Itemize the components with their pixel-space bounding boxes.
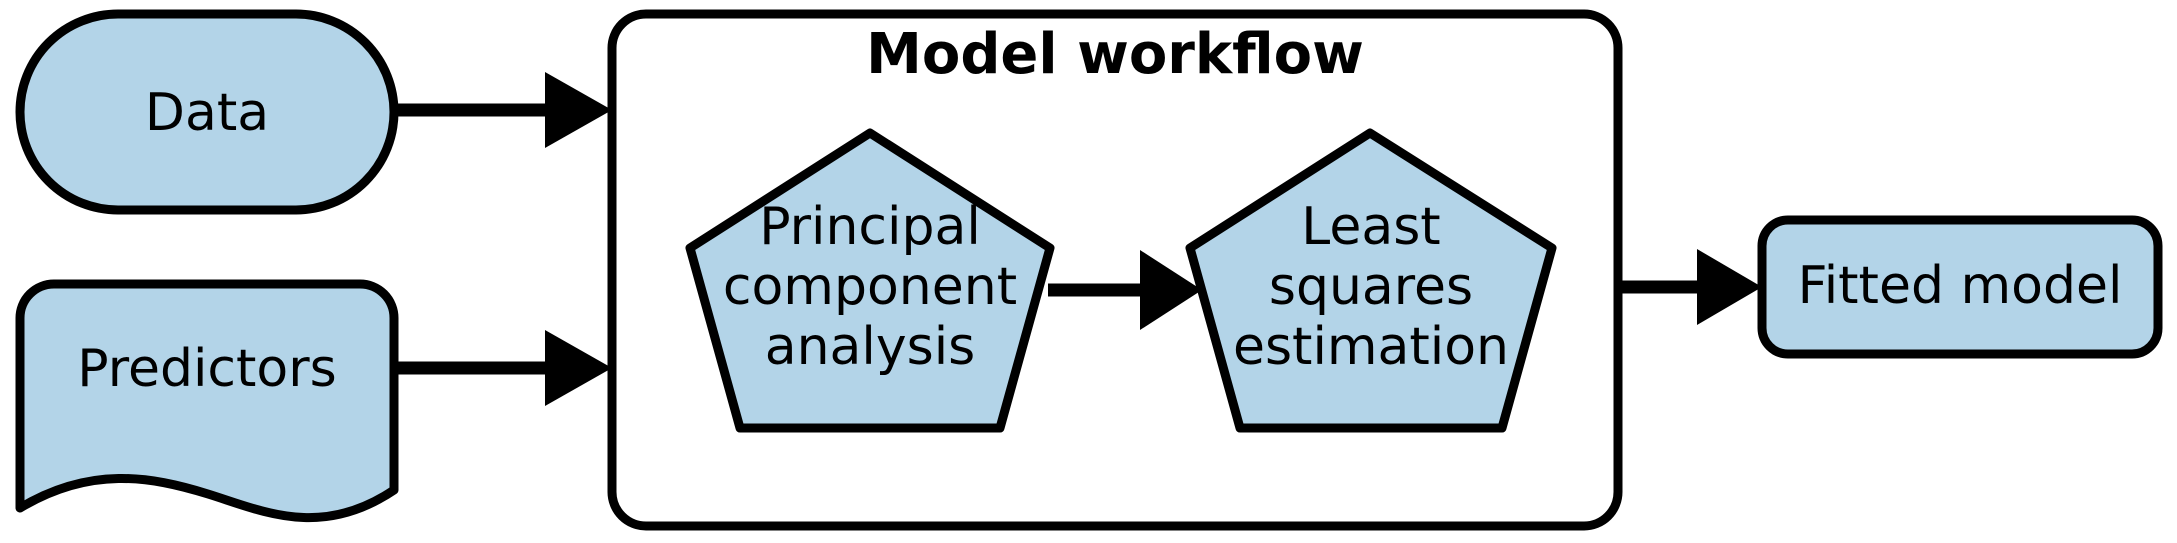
node-data[interactable]: Data	[15, 9, 399, 215]
node-lse-shape[interactable]	[1185, 128, 1557, 433]
edge-data-to-workflow	[396, 72, 612, 148]
edge-predictors-to-workflow	[396, 330, 612, 406]
node-pca-shape[interactable]	[685, 128, 1055, 433]
edge-pca-to-lse-arrowhead	[1140, 250, 1202, 330]
node-data-label: Data	[145, 83, 269, 143]
node-lse-label-line3: estimation	[1233, 317, 1509, 377]
node-fitted-model-shape[interactable]	[1757, 215, 2163, 359]
node-data-shape[interactable]	[15, 9, 399, 215]
node-pca-label-line3: analysis	[765, 317, 976, 377]
node-lse-label-line1: Least	[1301, 197, 1440, 257]
node-predictors[interactable]: Predictors	[15, 279, 399, 523]
node-lse-label-line2: squares	[1269, 257, 1473, 317]
node-predictors-shape[interactable]	[15, 279, 399, 523]
node-fitted-model[interactable]: Fitted model	[1757, 215, 2163, 359]
edge-workflow-to-fitted-model	[1618, 249, 1762, 325]
node-pca-label-line2: component	[723, 257, 1017, 317]
node-pca[interactable]: Principal component analysis	[685, 128, 1055, 433]
node-fitted-model-label: Fitted model	[1798, 256, 2123, 316]
edge-workflow-to-fitted-model-arrowhead	[1697, 249, 1762, 325]
group-model-workflow-title: Model workflow	[866, 22, 1364, 87]
node-pca-label-line1: Principal	[759, 197, 981, 257]
node-predictors-label: Predictors	[77, 339, 336, 399]
edge-pca-to-lse	[1048, 250, 1202, 330]
node-lse[interactable]: Least squares estimation	[1185, 128, 1557, 433]
edge-data-to-workflow-arrowhead	[545, 72, 612, 148]
edge-predictors-to-workflow-arrowhead	[545, 330, 612, 406]
